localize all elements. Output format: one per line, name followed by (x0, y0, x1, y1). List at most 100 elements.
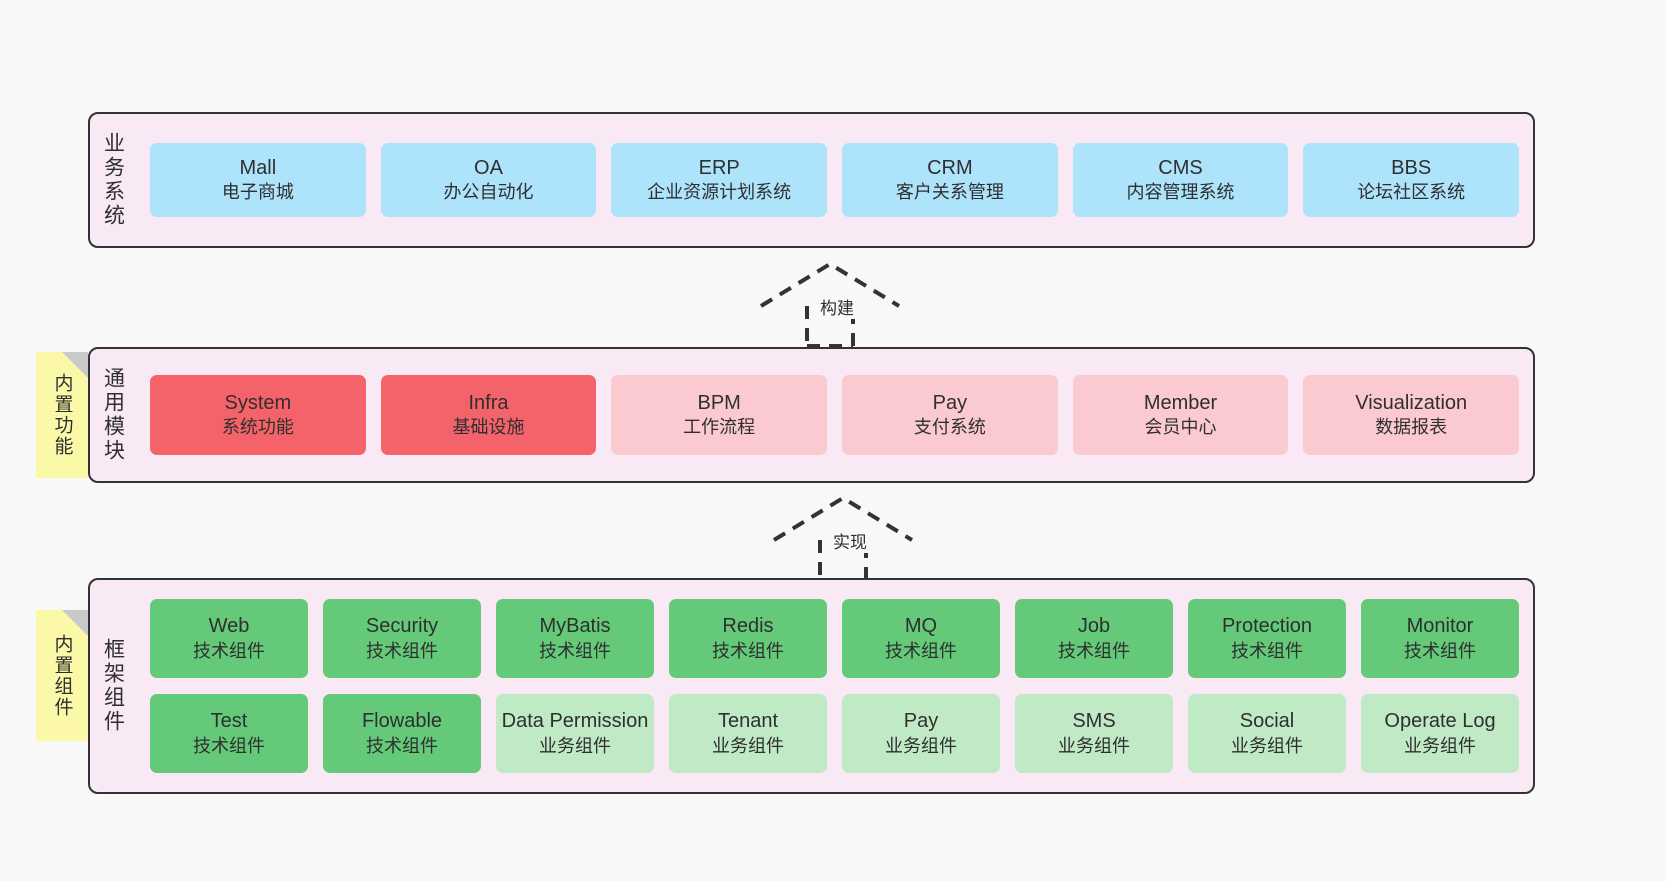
card-protection[interactable]: Protection 技术组件 (1188, 599, 1346, 678)
card-web[interactable]: Web 技术组件 (150, 599, 308, 678)
card-title: CMS (1158, 156, 1203, 179)
folded-corner-icon (62, 352, 88, 378)
card-title: MQ (904, 615, 938, 638)
sticky-note-builtin-components: 内置组件 (36, 610, 88, 741)
card-subtitle: 技术组件 (193, 640, 265, 661)
card-subtitle: 技术组件 (539, 640, 611, 661)
card-oa[interactable]: OA 办公自动化 (380, 143, 597, 217)
card-title: BPM (697, 391, 741, 414)
card-title: ERP (698, 156, 740, 179)
card-subtitle: 会员中心 (1144, 417, 1217, 438)
card-title: Pay (903, 710, 939, 733)
layer-framework-components: 框架组件 Web 技术组件 Security 技术组件 MyBatis 技术组件… (88, 578, 1535, 794)
card-subtitle: 业务组件 (712, 735, 784, 756)
card-row: System 系统功能 Infra 基础设施 BPM 工作流程 Pay 支付系统… (150, 375, 1520, 455)
card-mq[interactable]: MQ 技术组件 (842, 599, 1000, 678)
card-subtitle: 基础设施 (452, 417, 525, 438)
card-data-permission[interactable]: Data Permission 业务组件 (496, 694, 654, 773)
card-subtitle: 数据报表 (1375, 417, 1448, 438)
layer-common-modules: 通用模块 System 系统功能 Infra 基础设施 BPM 工作流程 Pay… (88, 347, 1535, 483)
card-title: System (224, 391, 292, 414)
card-title: OA (474, 156, 503, 179)
card-erp[interactable]: ERP 企业资源计划系统 (611, 143, 828, 217)
card-monitor[interactable]: Monitor 技术组件 (1361, 599, 1519, 678)
card-job[interactable]: Job 技术组件 (1015, 599, 1173, 678)
card-title: Job (1077, 615, 1111, 638)
card-title: BBS (1391, 156, 1432, 179)
card-title: Social (1239, 710, 1295, 733)
card-subtitle: 技术组件 (1404, 640, 1476, 661)
card-bbs[interactable]: BBS 论坛社区系统 (1303, 143, 1520, 217)
layer-body-common-modules: System 系统功能 Infra 基础设施 BPM 工作流程 Pay 支付系统… (136, 349, 1533, 481)
card-crm[interactable]: CRM 客户关系管理 (842, 143, 1058, 217)
card-system[interactable]: System 系统功能 (150, 375, 366, 455)
card-mybatis[interactable]: MyBatis 技术组件 (496, 599, 654, 678)
card-subtitle: 客户关系管理 (895, 182, 1004, 203)
card-title: Infra (468, 391, 509, 414)
card-title: Protection (1221, 615, 1313, 638)
card-title: Data Permission (501, 710, 649, 733)
card-title: Tenant (717, 710, 779, 733)
card-social[interactable]: Social 业务组件 (1188, 694, 1346, 773)
card-flowable[interactable]: Flowable 技术组件 (323, 694, 481, 773)
card-title: Pay (932, 391, 968, 414)
card-title: MyBatis (539, 615, 611, 638)
sticky-note-label: 内置组件 (51, 633, 73, 718)
layer-body-framework-components: Web 技术组件 Security 技术组件 MyBatis 技术组件 Redi… (136, 580, 1533, 792)
card-title: Flowable (361, 710, 443, 733)
connector-label-build: 构建 (818, 294, 856, 319)
connector-implement-arrow: 实现 (768, 492, 918, 582)
card-bpm[interactable]: BPM 工作流程 (611, 375, 828, 455)
card-subtitle: 工作流程 (683, 417, 756, 438)
connector-label-implement: 实现 (831, 528, 869, 553)
card-row: Web 技术组件 Security 技术组件 MyBatis 技术组件 Redi… (150, 599, 1519, 678)
sticky-note-builtin-features: 内置功能 (36, 352, 88, 478)
sticky-note-label: 内置功能 (51, 373, 73, 457)
card-subtitle: 技术组件 (712, 640, 784, 661)
card-subtitle: 支付系统 (913, 417, 986, 438)
card-subtitle: 电子商城 (221, 182, 294, 203)
card-redis[interactable]: Redis 技术组件 (669, 599, 827, 678)
layer-body-business-systems: Mall 电子商城 OA 办公自动化 ERP 企业资源计划系统 CRM 客户关系… (136, 114, 1533, 246)
card-pay[interactable]: Pay 支付系统 (842, 375, 1058, 455)
card-subtitle: 系统功能 (221, 417, 294, 438)
connector-build-arrow: 构建 (755, 258, 905, 348)
card-title: Mall (239, 156, 277, 179)
card-subtitle: 业务组件 (1404, 735, 1476, 756)
card-row: Mall 电子商城 OA 办公自动化 ERP 企业资源计划系统 CRM 客户关系… (150, 143, 1520, 217)
card-subtitle: 业务组件 (885, 735, 957, 756)
card-security[interactable]: Security 技术组件 (323, 599, 481, 678)
layer-label-common-modules: 通用模块 (101, 367, 125, 463)
card-subtitle: 技术组件 (366, 640, 438, 661)
card-visualization[interactable]: Visualization 数据报表 (1303, 375, 1520, 455)
card-pay-component[interactable]: Pay 业务组件 (842, 694, 1000, 773)
card-tenant[interactable]: Tenant 业务组件 (669, 694, 827, 773)
card-test[interactable]: Test 技术组件 (150, 694, 308, 773)
card-sms[interactable]: SMS 业务组件 (1015, 694, 1173, 773)
card-title: Web (208, 615, 250, 638)
card-title: Redis (722, 615, 774, 638)
card-subtitle: 企业资源计划系统 (647, 182, 792, 203)
card-title: CRM (927, 156, 973, 179)
layer-business-systems: 业务系统 Mall 电子商城 OA 办公自动化 ERP 企业资源计划系统 CRM… (88, 112, 1535, 248)
card-row: Test 技术组件 Flowable 技术组件 Data Permission … (150, 694, 1519, 773)
card-subtitle: 业务组件 (1058, 735, 1130, 756)
card-title: Test (210, 710, 248, 733)
card-title: Monitor (1406, 615, 1474, 638)
card-title: Operate Log (1384, 710, 1496, 733)
card-operate-log[interactable]: Operate Log 业务组件 (1361, 694, 1519, 773)
card-infra[interactable]: Infra 基础设施 (380, 375, 597, 455)
card-subtitle: 内容管理系统 (1126, 182, 1235, 203)
card-title: SMS (1072, 710, 1116, 733)
card-title: Member (1143, 391, 1218, 414)
card-subtitle: 技术组件 (1231, 640, 1303, 661)
card-subtitle: 业务组件 (539, 735, 611, 756)
card-title: Security (365, 615, 439, 638)
card-title: Visualization (1355, 391, 1468, 414)
card-subtitle: 技术组件 (193, 735, 265, 756)
card-mall[interactable]: Mall 电子商城 (150, 143, 366, 217)
layer-label-business-systems: 业务系统 (101, 132, 125, 228)
card-member[interactable]: Member 会员中心 (1072, 375, 1289, 455)
layer-label-framework-components: 框架组件 (101, 638, 125, 734)
card-cms[interactable]: CMS 内容管理系统 (1072, 143, 1289, 217)
